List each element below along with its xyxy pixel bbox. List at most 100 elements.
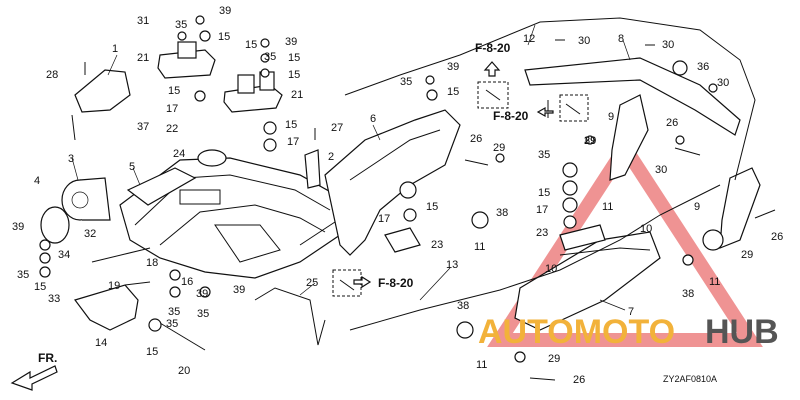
watermark-text-primary: AUTOMOTO bbox=[478, 313, 675, 351]
label-11c: 11 bbox=[709, 276, 720, 288]
label-14: 14 bbox=[95, 337, 107, 349]
label-39a: 39 bbox=[219, 5, 231, 17]
label-10b: 10 bbox=[545, 263, 557, 275]
label-25: 25 bbox=[306, 277, 318, 289]
label-9a: 9 bbox=[608, 111, 614, 123]
lever-7 bbox=[514, 231, 661, 331]
label-30a: 30 bbox=[578, 35, 590, 47]
label-29c: 29 bbox=[741, 249, 753, 261]
label-31: 31 bbox=[137, 15, 149, 27]
label-11b: 11 bbox=[602, 201, 613, 213]
label-7: 7 bbox=[628, 306, 634, 318]
label-21a: 21 bbox=[137, 52, 149, 64]
label-29d: 29 bbox=[548, 353, 560, 365]
cable-13 bbox=[349, 184, 721, 331]
label-19: 19 bbox=[108, 280, 120, 292]
bolt-19 bbox=[124, 281, 151, 286]
bolt-32 bbox=[91, 247, 151, 263]
cable-12 bbox=[344, 17, 756, 181]
label-38a: 38 bbox=[496, 207, 508, 219]
label-15d: 15 bbox=[285, 119, 297, 131]
front-direction-arrow bbox=[10, 365, 58, 391]
label-15a: 15 bbox=[218, 31, 230, 43]
cap bbox=[197, 149, 227, 167]
label-18: 18 bbox=[146, 257, 158, 269]
label-26b: 26 bbox=[666, 117, 678, 129]
diagram-code: ZY2AF0810A bbox=[663, 374, 717, 384]
mount-plate bbox=[74, 69, 131, 113]
label-39f: 39 bbox=[233, 284, 245, 296]
reference-label-3: F-8-20 bbox=[378, 276, 414, 290]
handle-grip bbox=[74, 284, 139, 331]
label-36: 36 bbox=[697, 61, 709, 73]
label-17b: 17 bbox=[287, 136, 299, 148]
label-21b: 21 bbox=[291, 89, 303, 101]
link-9-lower bbox=[719, 167, 761, 249]
label-32: 32 bbox=[84, 228, 96, 240]
label-39c: 39 bbox=[447, 61, 459, 73]
label-20: 20 bbox=[178, 365, 190, 377]
label-11a: 11 bbox=[474, 241, 485, 253]
bolt-20 bbox=[154, 319, 206, 351]
label-39d: 39 bbox=[584, 135, 596, 147]
link-9-upper bbox=[609, 94, 649, 181]
clamp-ring bbox=[40, 206, 70, 244]
label-22: 22 bbox=[166, 123, 178, 135]
label-37: 37 bbox=[137, 121, 149, 133]
label-28: 28 bbox=[46, 69, 58, 81]
label-15b: 15 bbox=[288, 69, 300, 81]
label-15h: 15 bbox=[34, 281, 46, 293]
label-6: 6 bbox=[370, 113, 376, 125]
label-35d: 35 bbox=[538, 149, 550, 161]
label-15k: 15 bbox=[245, 39, 257, 51]
label-30c: 30 bbox=[717, 77, 729, 89]
label-17c: 17 bbox=[378, 213, 390, 225]
label-17a: 17 bbox=[166, 103, 178, 115]
mount-bracket-6 bbox=[324, 109, 461, 256]
label-5: 5 bbox=[129, 161, 135, 173]
reference-arrows bbox=[353, 61, 554, 289]
label-3: 3 bbox=[68, 153, 74, 165]
bolts bbox=[84, 39, 776, 381]
label-1: 1 bbox=[112, 43, 118, 55]
label-11d: 11 bbox=[476, 359, 487, 371]
bracket-23 bbox=[559, 224, 606, 251]
label-39e: 39 bbox=[12, 221, 24, 233]
label-35b: 35 bbox=[264, 51, 276, 63]
gasket bbox=[126, 167, 197, 206]
label-38b: 38 bbox=[457, 300, 469, 312]
label-9b: 9 bbox=[694, 201, 700, 213]
label-15f: 15 bbox=[426, 201, 438, 213]
pin-2 bbox=[304, 149, 321, 189]
leader-lines bbox=[71, 24, 631, 311]
reference-label-2: F-8-20 bbox=[493, 109, 529, 123]
watermark-text-secondary: HUB bbox=[705, 313, 779, 351]
label-15g: 15 bbox=[538, 187, 550, 199]
label-15e: 15 bbox=[447, 86, 459, 98]
label-34: 34 bbox=[58, 249, 70, 261]
label-24: 24 bbox=[173, 148, 185, 160]
label-4: 4 bbox=[34, 175, 40, 187]
label-38c: 38 bbox=[682, 288, 694, 300]
label-35c: 35 bbox=[400, 76, 412, 88]
label-33: 33 bbox=[48, 293, 60, 305]
label-26c: 26 bbox=[771, 231, 783, 243]
label-13: 13 bbox=[446, 259, 458, 271]
fasteners bbox=[39, 15, 724, 363]
label-26a: 26 bbox=[470, 133, 482, 145]
label-35a: 35 bbox=[175, 19, 187, 31]
label-12: 12 bbox=[523, 33, 535, 45]
label-35g: 35 bbox=[197, 308, 209, 320]
label-30d: 30 bbox=[655, 164, 667, 176]
label-35h: 35 bbox=[168, 306, 180, 318]
label-27: 27 bbox=[331, 122, 343, 134]
label-39g: 39 bbox=[196, 288, 208, 300]
label-30b: 30 bbox=[662, 39, 674, 51]
label-23b: 23 bbox=[536, 227, 548, 239]
label-10a: 10 bbox=[640, 223, 652, 235]
part-labels: 1 2 3 4 5 6 7 8 9 9 10 10 11 11 11 11 12… bbox=[12, 5, 783, 386]
bracket-upper-right bbox=[223, 71, 283, 113]
reference-label-1: F-8-20 bbox=[475, 41, 511, 55]
front-marker-label: FR. bbox=[38, 351, 57, 365]
